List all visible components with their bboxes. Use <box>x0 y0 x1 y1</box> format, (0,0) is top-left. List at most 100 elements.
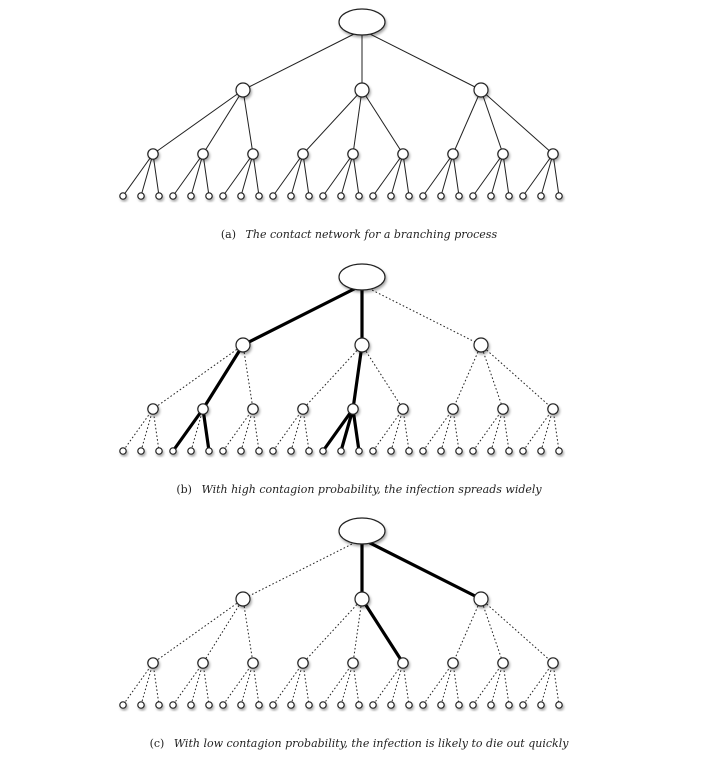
leaf-node <box>237 192 245 200</box>
level1-node <box>235 337 251 353</box>
level1-node <box>473 82 489 98</box>
caption-c-text: With low contagion probability, the infe… <box>173 737 569 750</box>
contact-edge-0.0-1 <box>140 408 154 452</box>
contact-edge-0.0-1 <box>140 153 154 197</box>
contact-edge-2.2-2 <box>552 662 560 706</box>
contact-edge-0.2-0 <box>222 153 254 197</box>
leaf-node <box>337 447 345 455</box>
leaf-node <box>137 192 145 200</box>
contact-edge-1-3 <box>302 598 363 664</box>
contact-edge-2.0-2 <box>452 662 460 706</box>
level1-node <box>354 591 370 607</box>
caption-b-text: With high contagion probability, the inf… <box>201 483 542 496</box>
contact-edge-2.2-2 <box>552 408 560 452</box>
leaf-node <box>119 192 127 200</box>
level2-node <box>147 403 159 415</box>
level2-node <box>447 148 459 160</box>
level2-node <box>197 403 209 415</box>
contact-edge-2-7 <box>480 598 504 664</box>
contact-edge-r-2 <box>361 284 482 346</box>
contact-edge-2.2-1 <box>540 408 554 452</box>
contact-edge-0.2-2 <box>252 408 260 452</box>
contact-edge-1.2-2 <box>402 153 410 197</box>
leaf-node <box>455 447 463 455</box>
contact-edge-1.2-0 <box>372 662 404 706</box>
leaf-node <box>287 447 295 455</box>
contact-edge-1.1-0 <box>322 153 354 197</box>
leaf-node <box>319 192 327 200</box>
leaf-node <box>437 701 445 709</box>
contact-edge-2-6 <box>452 89 482 155</box>
contact-edge-1.0-2 <box>302 408 310 452</box>
infected-edge-r-0 <box>241 283 364 347</box>
leaf-node <box>187 192 195 200</box>
infected-edge-r-2 <box>360 537 483 601</box>
level2-node <box>547 403 559 415</box>
leaf-node <box>205 701 213 709</box>
contact-edge-1-4 <box>352 598 363 664</box>
leaf-node <box>387 192 395 200</box>
caption-c-label: (c) <box>149 737 165 750</box>
leaf-node <box>419 701 427 709</box>
contact-edge-1.2-0 <box>372 153 404 197</box>
contact-edge-1.2-2 <box>402 662 410 706</box>
contact-edge-2.0-1 <box>440 408 454 452</box>
contact-edge-1.0-1 <box>290 408 304 452</box>
contact-edge-2.1-1 <box>490 662 504 706</box>
caption-a-label: (a) <box>220 228 237 241</box>
leaf-node <box>305 447 313 455</box>
panel-a-contact-network <box>119 8 563 200</box>
contact-edge-1-4 <box>352 89 363 155</box>
contact-edge-1.1-0 <box>322 662 354 706</box>
leaf-node <box>237 701 245 709</box>
contact-edge-1.2-0 <box>372 408 404 452</box>
contact-edge-2.1-0 <box>472 153 504 197</box>
level2-node <box>147 148 159 160</box>
leaf-node <box>155 192 163 200</box>
contact-edge-0.1-2 <box>202 153 210 197</box>
contact-edge-0-0 <box>152 344 244 410</box>
leaf-node <box>487 447 495 455</box>
leaf-node <box>287 192 295 200</box>
root-node <box>338 8 386 36</box>
leaf-node <box>405 447 413 455</box>
leaf-node <box>205 192 213 200</box>
leaf-node <box>255 192 263 200</box>
leaf-node <box>437 192 445 200</box>
infected-edge-1.1-0 <box>321 407 355 453</box>
leaf-node <box>205 447 213 455</box>
leaf-node <box>219 447 227 455</box>
leaf-node <box>305 192 313 200</box>
level2-node <box>197 148 209 160</box>
leaf-node <box>419 447 427 455</box>
contact-edge-2.0-1 <box>440 153 454 197</box>
level2-node <box>447 657 459 669</box>
contact-edge-0-1 <box>202 89 244 155</box>
contact-edge-2.1-0 <box>472 408 504 452</box>
contact-edge-1-3 <box>302 89 363 155</box>
leaf-node <box>469 192 477 200</box>
leaf-node <box>187 701 195 709</box>
leaf-node <box>137 447 145 455</box>
contact-edge-2.1-2 <box>502 662 510 706</box>
contact-edge-0.1-0 <box>172 153 204 197</box>
leaf-node <box>405 192 413 200</box>
level1-node <box>473 591 489 607</box>
contact-edge-2.0-2 <box>452 153 460 197</box>
level2-node <box>297 148 309 160</box>
leaf-node <box>505 701 513 709</box>
leaf-node <box>219 701 227 709</box>
level2-node <box>247 657 259 669</box>
leaf-node <box>137 701 145 709</box>
contact-edge-0.0-2 <box>152 153 160 197</box>
leaf-node <box>419 192 427 200</box>
level1-node <box>235 82 251 98</box>
leaf-node <box>537 447 545 455</box>
contact-edge-2-6 <box>452 344 482 410</box>
level1-node <box>473 337 489 353</box>
leaf-node <box>519 192 527 200</box>
contact-edge-1.0-1 <box>290 153 304 197</box>
contact-edge-2-7 <box>480 344 504 410</box>
level2-node <box>497 403 509 415</box>
leaf-node <box>369 701 377 709</box>
